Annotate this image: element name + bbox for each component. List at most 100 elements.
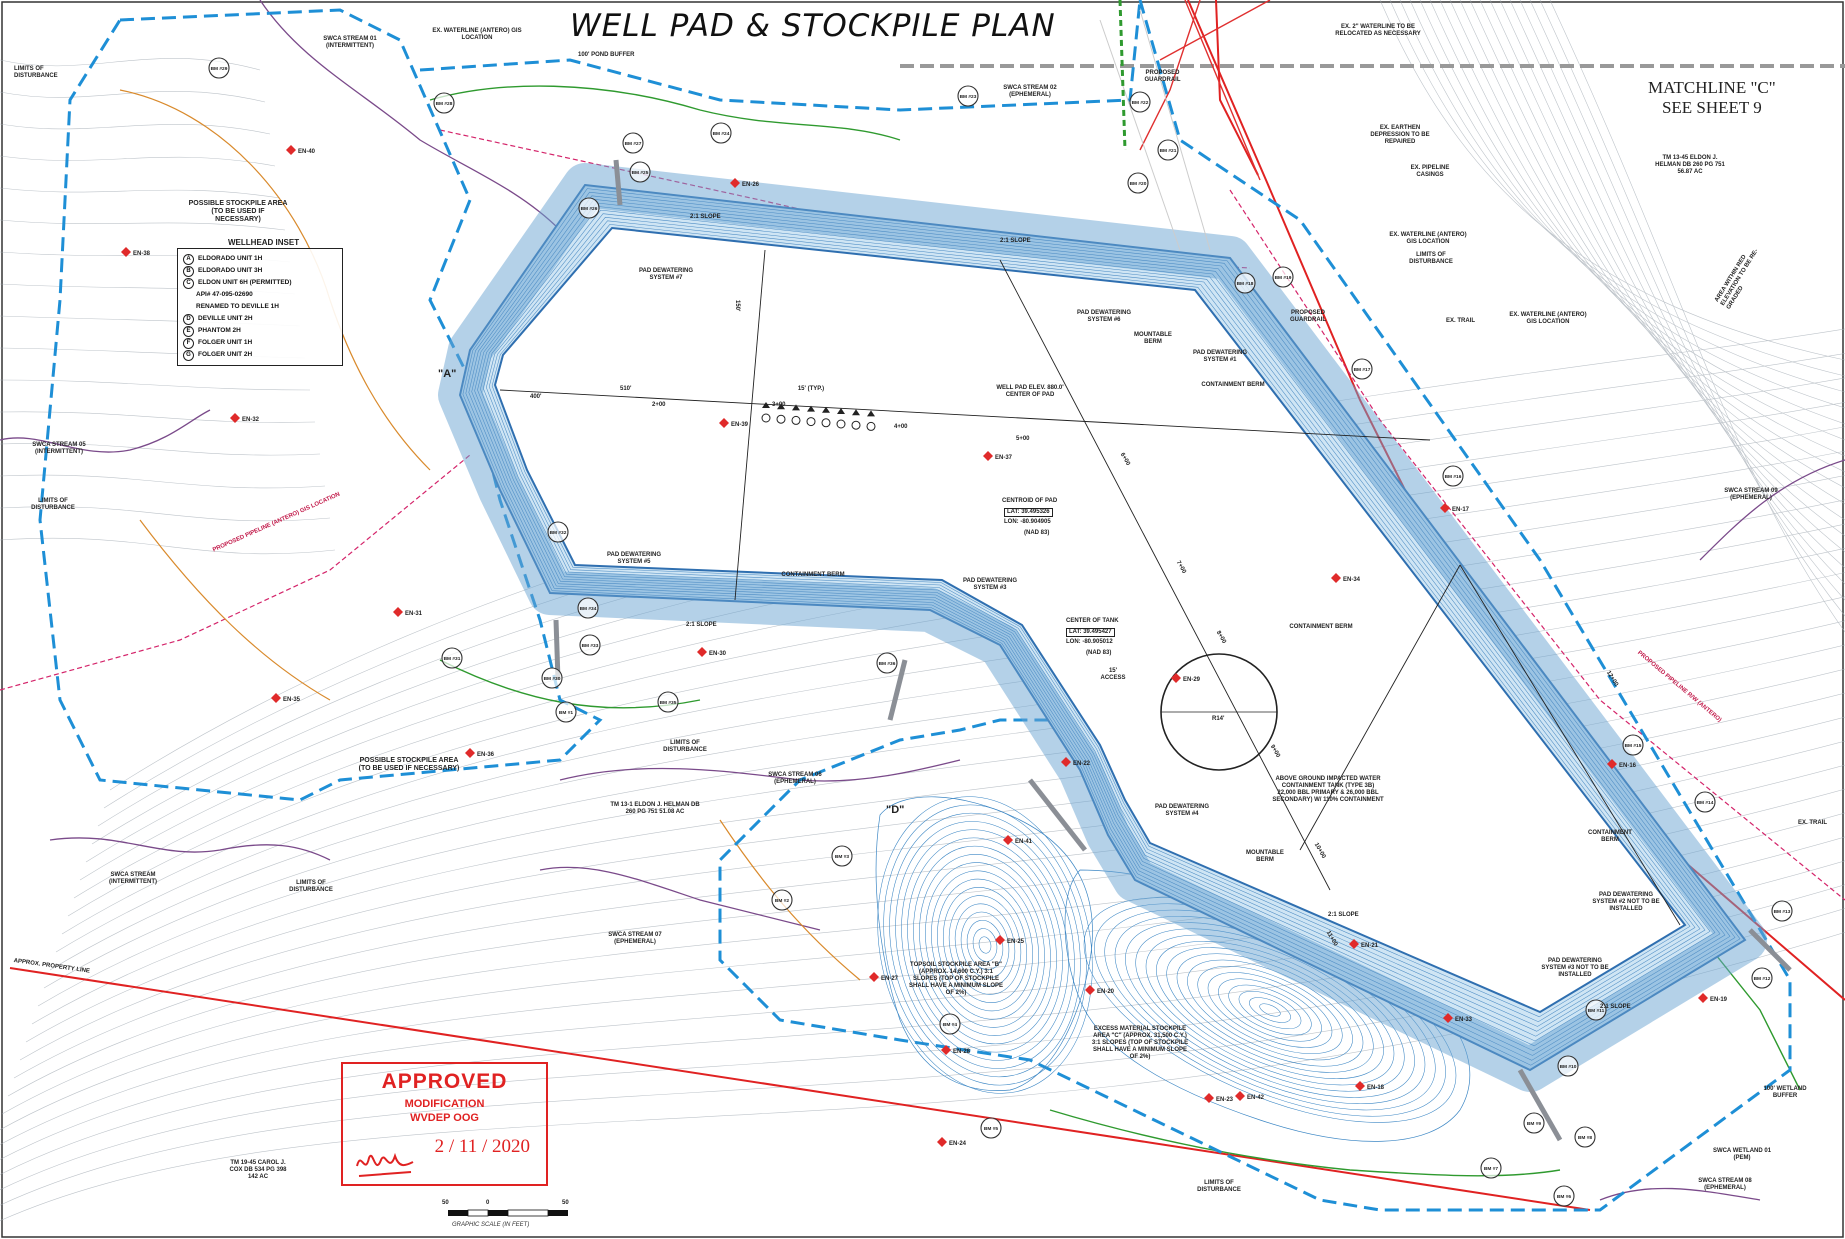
wetland-label: SWCA WETLAND 01 (PEM) xyxy=(1712,1148,1772,1161)
contour-line xyxy=(1389,0,1845,377)
en-marker: EN-42 xyxy=(1235,1091,1265,1101)
bm-marker-label: BM #23 xyxy=(960,94,977,100)
bm-marker-ring xyxy=(578,197,600,219)
bm-marker-label: BM #33 xyxy=(582,643,599,649)
bm-marker-label: BM #9 xyxy=(1527,1121,1541,1127)
stockpile-ring xyxy=(895,821,1075,1069)
bm-marker-ring xyxy=(433,92,455,114)
stream-07 xyxy=(539,866,821,931)
stamp-date: 2 / 11 / 2020 xyxy=(434,1136,530,1157)
stamp-modification: MODIFICATION xyxy=(404,1098,485,1110)
mountable-berm-label: MOUNTABLE BERM xyxy=(1134,332,1172,345)
trail-right-label: EX. TRAIL xyxy=(1446,318,1476,324)
scale-bar-black-2 xyxy=(488,1210,508,1216)
bm-marker-label: BM #8 xyxy=(1578,1135,1592,1141)
bm-marker-label: BM #11 xyxy=(1588,1008,1605,1014)
bm-marker: BM #13 xyxy=(1771,900,1793,922)
bm-marker-ring xyxy=(555,701,577,723)
en-marker-label: EN-37 xyxy=(995,455,1013,461)
en-marker-symbol xyxy=(393,607,403,617)
dim-150-label: 150' xyxy=(734,300,740,312)
bm-marker-label: BM #30 xyxy=(544,676,561,682)
matchline-note: MATCHLINE "C" SEE SHEET 9 xyxy=(1648,78,1776,118)
bm-marker-label: BM #15 xyxy=(1625,743,1642,749)
stockpile-ring xyxy=(1218,978,1322,1042)
limits-bottom-label: LIMITS OF DISTURBANCE xyxy=(1197,1180,1241,1193)
wellhead-symbol xyxy=(866,421,876,431)
en-marker-symbol xyxy=(1331,573,1341,583)
tank-center-title: CENTER OF TANK xyxy=(1066,618,1119,624)
matchline-line-1: MATCHLINE "C" xyxy=(1648,78,1776,97)
wellhead-arrow xyxy=(807,405,815,412)
dewater-pipe-3 xyxy=(887,659,908,721)
contour-line xyxy=(0,123,271,135)
en-marker: EN-33 xyxy=(1443,1013,1473,1023)
stockpile-ring xyxy=(1259,1003,1281,1017)
wellhead-symbol xyxy=(761,413,771,423)
wellhead-symbol xyxy=(836,419,846,429)
legend-key: A xyxy=(183,253,194,265)
stockpile-ring xyxy=(1249,997,1291,1023)
en-marker: EN-23 xyxy=(1204,1093,1234,1103)
waterline-right-label: EX. WATERLINE (ANTERO) GIS LOCATION xyxy=(1389,232,1467,245)
legend-label: DEVILLE UNIT 2H xyxy=(198,315,253,322)
en-marker-symbol xyxy=(286,145,296,155)
guardrail-top-label: PROPOSED GUARDRAIL xyxy=(1144,70,1181,83)
bm-marker: BM #6 xyxy=(1553,1185,1575,1207)
pad-line-horizontal xyxy=(499,389,1431,441)
bm-marker-ring xyxy=(541,667,563,689)
wellhead-symbol xyxy=(821,418,831,428)
wetland-buffer-label: 100' WETLAND BUFFER xyxy=(1763,1086,1807,1099)
legend-heading: WELLHEAD INSET xyxy=(228,238,300,247)
bm-marker-ring xyxy=(441,647,463,669)
waterline-relocate-label: EX. 2" WATERLINE TO BE RELOCATED AS NECE… xyxy=(1335,24,1421,37)
stream-06 xyxy=(559,759,961,782)
slope-label-top: 2:1 SLOPE xyxy=(690,214,721,220)
en-marker-label: EN-23 xyxy=(1216,1097,1234,1103)
scale-caption: GRAPHIC SCALE (IN FEET) xyxy=(452,1222,530,1228)
bm-marker: BM #30 xyxy=(541,667,563,689)
legend-key xyxy=(183,291,192,300)
stream-far-right xyxy=(1699,459,1845,561)
en-marker-label: EN-38 xyxy=(133,251,151,257)
stream-left xyxy=(0,409,211,453)
bm-marker-label: BM #31 xyxy=(444,656,461,662)
bm-marker-ring xyxy=(876,652,898,674)
dim-2-00-label: 2+00 xyxy=(652,402,666,408)
en-marker-label: EN-42 xyxy=(1247,1095,1265,1101)
bm-marker: BM #27 xyxy=(622,132,644,154)
bm-marker: BM #25 xyxy=(629,161,651,183)
contour-line xyxy=(0,443,321,456)
centroid-lon: LON: -80.904905 xyxy=(1004,519,1051,525)
dewater-not-installed-2: PAD DEWATERING SYSTEM #3 NOT TO BE INSTA… xyxy=(1541,958,1609,978)
pad-centerlines xyxy=(499,249,1681,926)
en-marker-symbol xyxy=(1607,759,1617,769)
bm-marker-label: BM #17 xyxy=(1354,367,1371,373)
bm-marker-label: BM #28 xyxy=(436,101,453,107)
en-marker-symbol xyxy=(941,1045,951,1055)
pipeline-left xyxy=(0,454,471,691)
wellhead-arrow xyxy=(822,406,830,413)
scale-tick-right: 50 xyxy=(562,1200,569,1206)
en-marker: EN-20 xyxy=(1085,985,1115,995)
bm-marker-ring xyxy=(1129,91,1151,113)
en-marker-symbol xyxy=(1698,993,1708,1003)
dewater-pipe-4 xyxy=(1028,778,1087,852)
bm-marker-label: BM #24 xyxy=(713,131,730,137)
en-marker-label: EN-16 xyxy=(1619,763,1637,769)
stockpile-ring xyxy=(925,862,1045,1028)
bm-marker: BM #12 xyxy=(1751,967,1773,989)
bm-marker-label: BM #35 xyxy=(660,700,677,706)
bm-marker-ring xyxy=(622,132,644,154)
en-marker-label: EN-28 xyxy=(953,1049,971,1055)
bm-marker: BM #34 xyxy=(577,597,599,619)
green-line-top xyxy=(429,85,901,141)
pad-slope-band xyxy=(486,217,1701,1027)
contour-line xyxy=(109,328,1845,791)
tm-right-label: TM 13-45 ELDON J. HELMAN DB 260 PG 751 5… xyxy=(1655,155,1725,175)
dewater-1-label: PAD DEWATERING SYSTEM #1 xyxy=(1192,350,1248,363)
contour-line xyxy=(67,499,1845,917)
en-marker: EN-25 xyxy=(995,935,1025,945)
stream-01-label: SWCA STREAM 01 (INTERMITTENT) xyxy=(323,36,377,49)
